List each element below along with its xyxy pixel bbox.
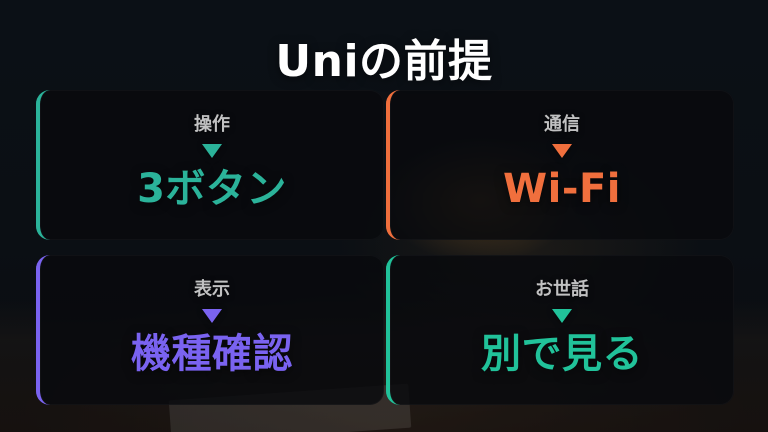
card-value: 機種確認 <box>131 331 293 377</box>
card-content: お世話 別で見る <box>390 255 734 405</box>
card-content: 表示 機種確認 <box>40 255 384 405</box>
card-label: お世話 <box>535 279 589 300</box>
card-value: Wi-Fi <box>503 166 621 212</box>
down-triangle-icon <box>552 309 572 323</box>
card-content: 操作 3ボタン <box>40 90 384 240</box>
card-communication: 通信 Wi-Fi <box>386 90 734 240</box>
down-triangle-icon <box>552 144 572 158</box>
card-label: 操作 <box>194 114 230 135</box>
card-label: 通信 <box>544 114 580 135</box>
down-triangle-icon <box>202 309 222 323</box>
card-value: 別で見る <box>481 331 643 377</box>
card-display: 表示 機種確認 <box>36 255 384 405</box>
card-value: 3ボタン <box>137 166 287 212</box>
card-care: お世話 別で見る <box>386 255 734 405</box>
card-label: 表示 <box>194 279 230 300</box>
slide-title: Uniの前提 <box>275 36 493 87</box>
card-content: 通信 Wi-Fi <box>390 90 734 240</box>
down-triangle-icon <box>202 144 222 158</box>
card-operation: 操作 3ボタン <box>36 90 384 240</box>
